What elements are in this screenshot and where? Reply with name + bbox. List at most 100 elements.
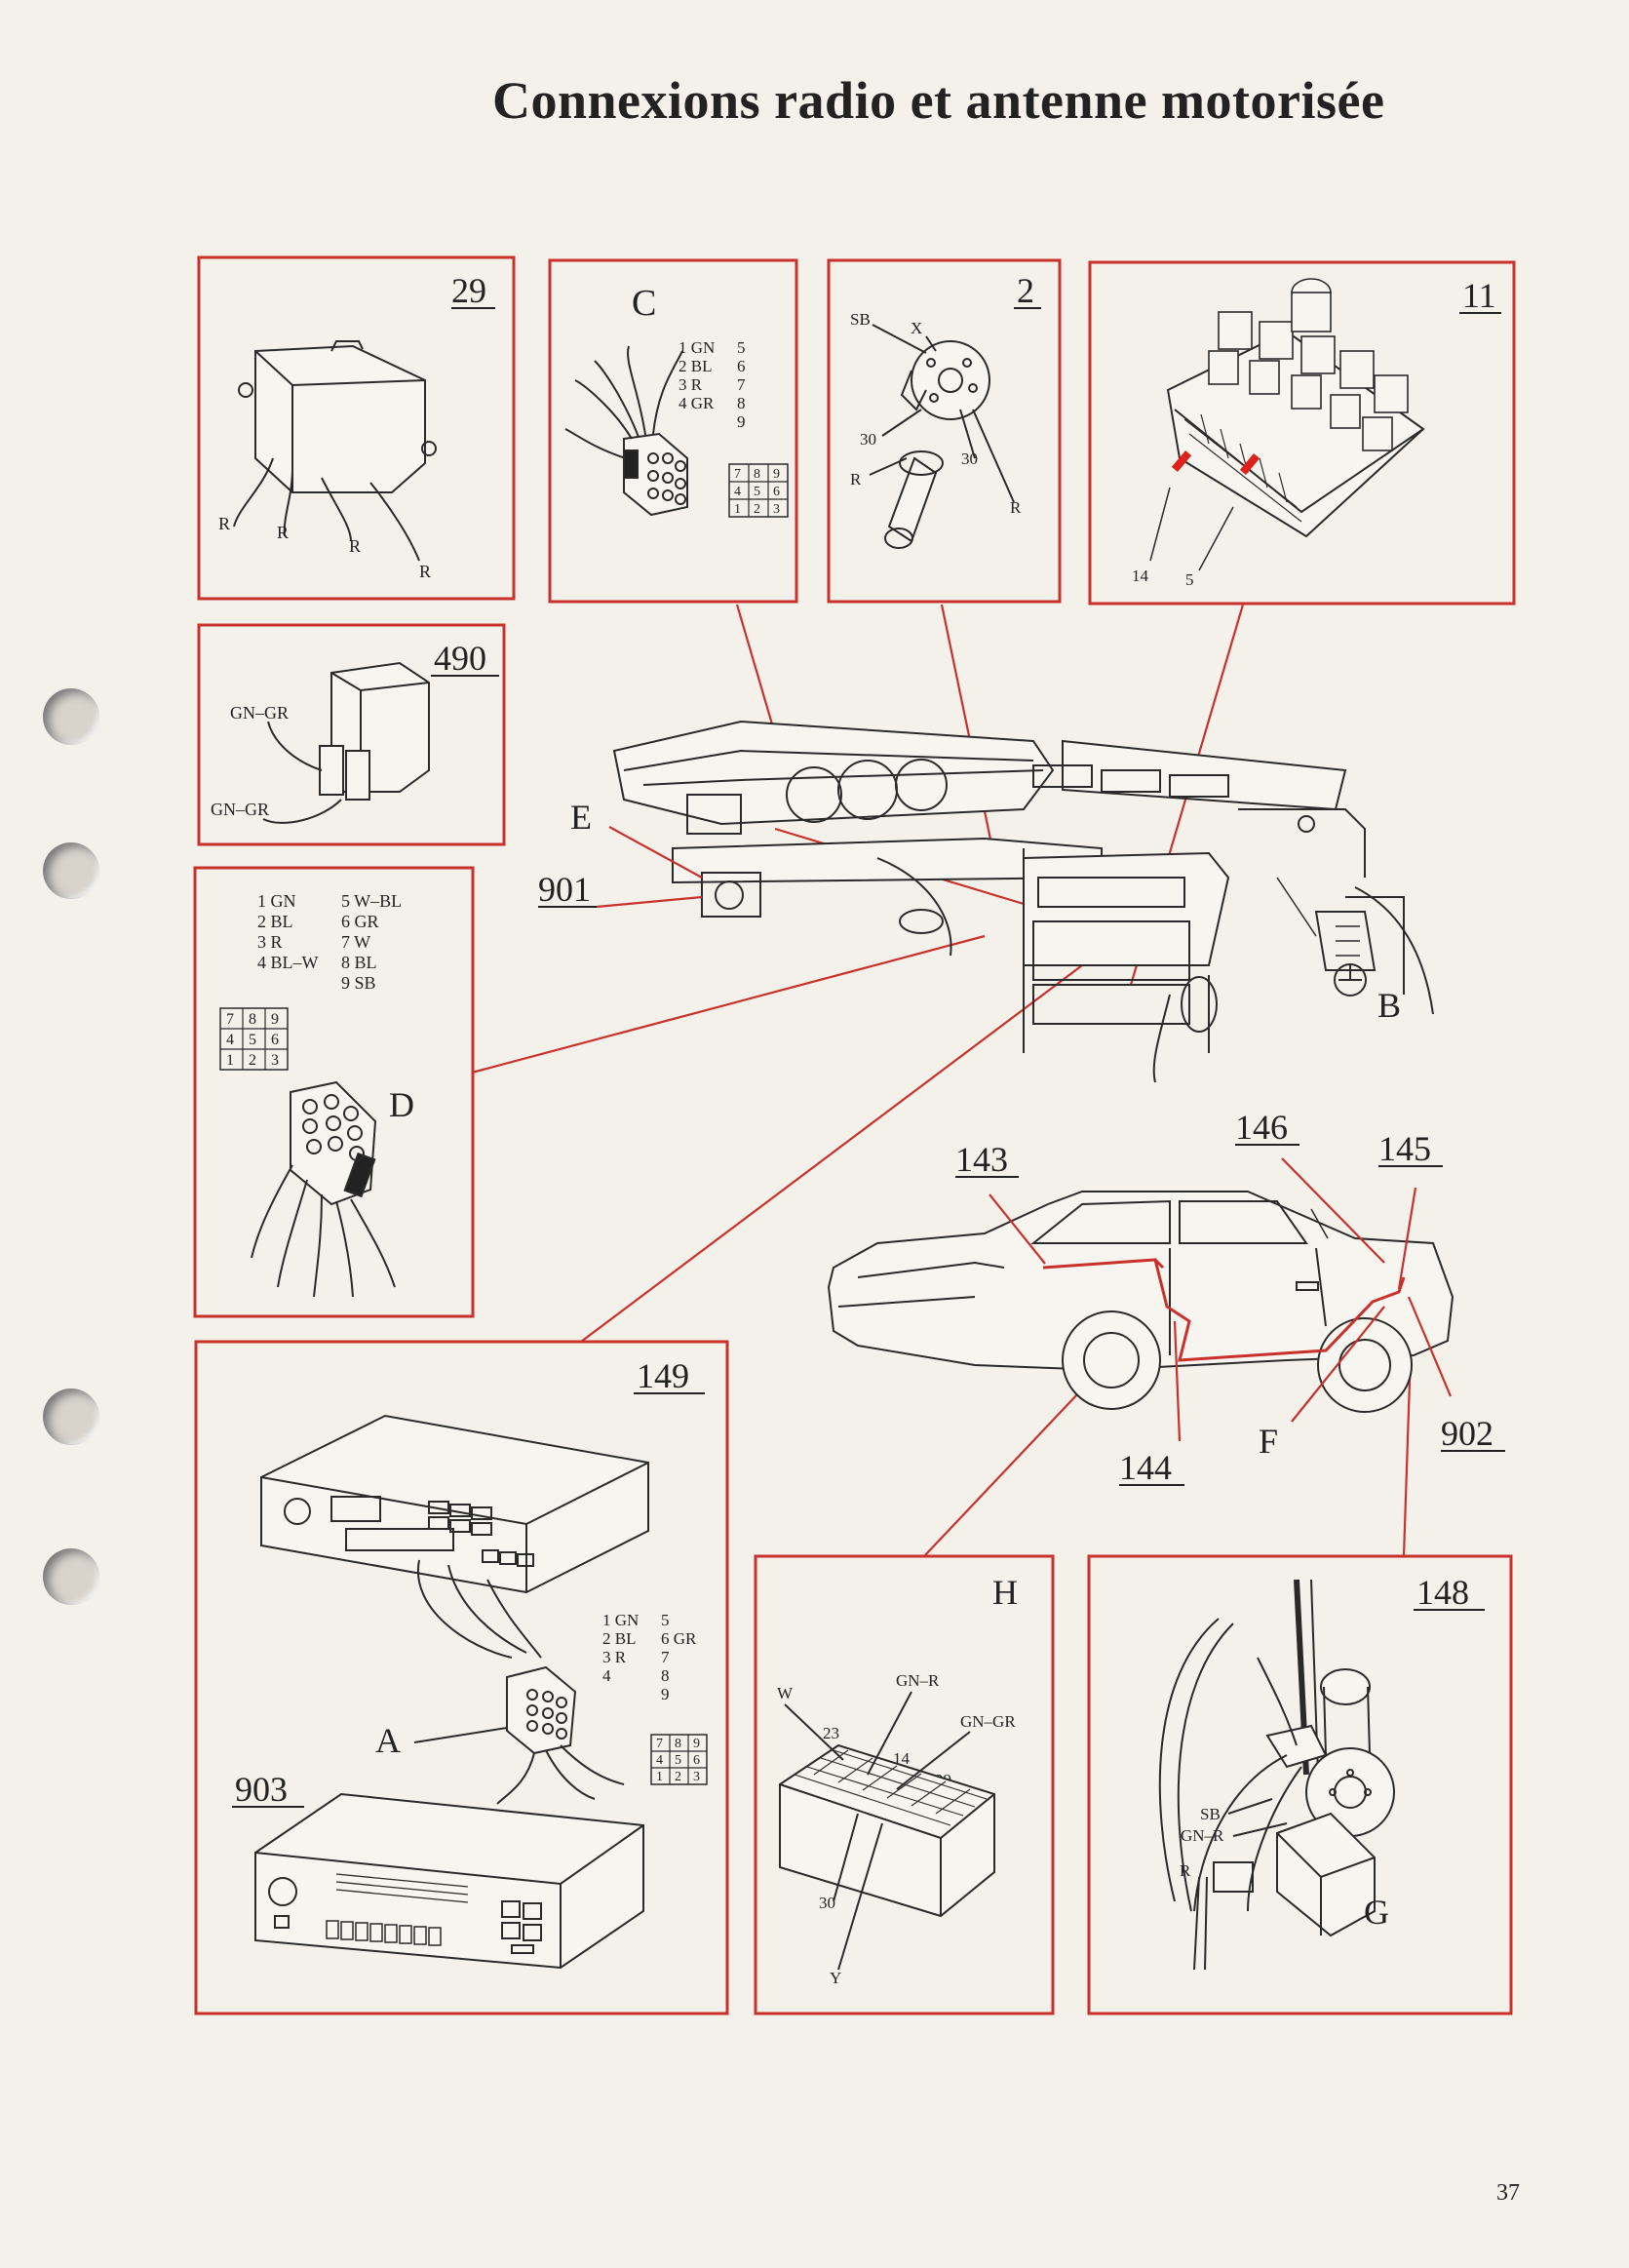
svg-text:30: 30	[860, 430, 876, 449]
binder-hole-4	[43, 1548, 99, 1605]
svg-text:14: 14	[1132, 567, 1149, 585]
svg-text:5: 5	[1185, 570, 1194, 589]
panel-29-number: 29	[451, 271, 486, 310]
panel-c-pin-list: 1 GN 2 BL 3 R 4 GR 5 6 7 8 9	[679, 338, 746, 431]
svg-text:4: 4	[734, 485, 741, 499]
svg-text:8: 8	[661, 1666, 670, 1685]
svg-text:30: 30	[819, 1894, 835, 1912]
panel-h: H W GN–R GN–GR 23 14 29 30 Y	[754, 1554, 1055, 2015]
svg-text:5: 5	[249, 1032, 256, 1048]
panel-h-frame	[754, 1554, 1055, 2015]
svg-text:R: R	[277, 523, 289, 542]
svg-text:4: 4	[656, 1753, 663, 1768]
connector-d-drawing	[251, 1080, 396, 1298]
svg-text:6: 6	[773, 485, 780, 499]
svg-text:6 GR: 6 GR	[661, 1629, 697, 1648]
svg-text:1: 1	[734, 502, 741, 517]
connector-c-drawing	[564, 345, 688, 517]
svg-text:R: R	[218, 514, 230, 533]
binder-hole-3	[43, 1388, 99, 1445]
label-g: G	[1364, 1893, 1389, 1932]
panel-149-pin-list: 1 GN 2 BL 3 R 4 5 6 GR 7 8 9	[602, 1611, 697, 1703]
svg-text:4: 4	[226, 1032, 234, 1048]
panel-h-labels: W GN–R GN–GR 23 14 29 30 Y	[777, 1671, 1016, 1987]
relay-fuse-box-drawing	[1149, 278, 1425, 571]
svg-text:6: 6	[737, 357, 746, 375]
label-145: 145	[1378, 1129, 1431, 1168]
svg-text:1 GN: 1 GN	[602, 1611, 639, 1629]
svg-text:2: 2	[249, 1052, 256, 1069]
panel-149: 1 4 9 1 GN 2 BL 3 R 4	[194, 1340, 729, 2015]
svg-text:3: 3	[693, 1770, 700, 1784]
svg-text:7 W: 7 W	[341, 932, 370, 952]
svg-text:3: 3	[271, 1052, 279, 1069]
svg-text:9: 9	[693, 1737, 700, 1751]
svg-text:GN–GR: GN–GR	[960, 1712, 1016, 1731]
svg-text:3 R: 3 R	[679, 375, 703, 394]
svg-text:9: 9	[773, 467, 780, 482]
svg-text:R: R	[1010, 498, 1022, 517]
svg-text:6: 6	[693, 1753, 700, 1768]
car-drawing	[827, 1191, 1454, 1413]
svg-text:5: 5	[661, 1611, 670, 1629]
panel-2: 2 SB X 30 R 30 R	[827, 258, 1062, 604]
label-143: 143	[955, 1140, 1008, 1179]
svg-text:2 BL: 2 BL	[602, 1629, 636, 1648]
panel-11-frame	[1088, 260, 1516, 606]
label-903: 903	[235, 1770, 288, 1809]
panel-148-labels: SB GN–R R	[1180, 1805, 1224, 1880]
label-a: A	[375, 1721, 401, 1760]
svg-text:SB: SB	[1200, 1805, 1221, 1823]
label-146: 146	[1235, 1108, 1288, 1147]
svg-text:3 R: 3 R	[602, 1648, 627, 1666]
svg-text:Y: Y	[830, 1969, 841, 1987]
label-b: B	[1377, 986, 1401, 1025]
antenna-motor-drawing	[1158, 1579, 1395, 1971]
label-901: 901	[538, 870, 591, 909]
panel-c-frame	[548, 258, 798, 604]
panel-d: 1 GN 2 BL 3 R 4 BL–W 5 W–BL 6 GR 7 W 8 B…	[193, 866, 475, 1318]
svg-text:7: 7	[226, 1011, 234, 1028]
svg-text:7: 7	[734, 467, 741, 482]
svg-text:W: W	[777, 1684, 794, 1702]
panel-490: 490 GN–GR GN–GR	[197, 623, 506, 846]
amplifier-903-drawing	[254, 1792, 644, 1970]
svg-text:R: R	[1180, 1861, 1191, 1880]
relay-490-drawing	[262, 661, 430, 824]
panel-2-frame	[827, 258, 1062, 604]
svg-text:8: 8	[249, 1011, 256, 1028]
svg-text:9: 9	[737, 412, 746, 431]
label-e: E	[570, 798, 592, 837]
svg-text:2: 2	[675, 1770, 681, 1784]
svg-text:3 R: 3 R	[257, 932, 283, 952]
svg-text:R: R	[349, 536, 361, 556]
svg-text:GN–GR: GN–GR	[230, 703, 289, 723]
svg-text:5: 5	[754, 485, 760, 499]
connector-block-h-drawing	[779, 1691, 995, 1971]
svg-text:3: 3	[773, 502, 780, 517]
panel-d-frame	[193, 866, 475, 1318]
page-title: Connexions radio et antenne motorisée	[492, 71, 1385, 130]
svg-text:23: 23	[823, 1724, 839, 1742]
label-144: 144	[1119, 1448, 1172, 1487]
svg-text:5 W–BL: 5 W–BL	[341, 891, 402, 911]
svg-text:2: 2	[754, 502, 760, 517]
svg-text:1: 1	[656, 1770, 663, 1784]
radio-149-drawing	[260, 1414, 649, 1659]
page-number: 37	[1496, 2180, 1520, 2206]
panel-490-frame	[197, 623, 506, 846]
panel-11: 11	[1088, 260, 1516, 606]
svg-text:2 BL: 2 BL	[679, 357, 712, 375]
svg-text:8: 8	[737, 394, 746, 412]
antenna-cable-route	[1042, 1258, 1406, 1362]
svg-text:9: 9	[271, 1011, 279, 1028]
svg-text:SB: SB	[850, 310, 871, 329]
svg-text:X: X	[911, 319, 922, 337]
svg-text:7: 7	[737, 375, 746, 394]
panel-149-frame	[194, 1340, 729, 2015]
panel-2-number: 2	[1017, 271, 1034, 310]
svg-text:4: 4	[602, 1666, 611, 1685]
svg-text:8: 8	[754, 467, 760, 482]
